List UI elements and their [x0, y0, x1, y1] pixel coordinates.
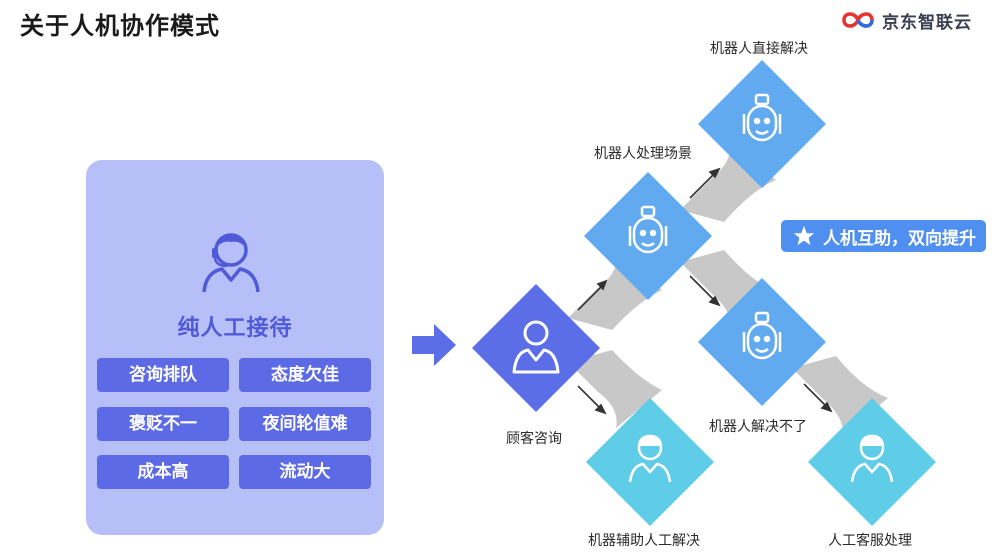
human-service-node — [808, 398, 936, 526]
robot-icon — [742, 93, 782, 142]
agent-icon — [850, 434, 894, 483]
jd-cloud-logo-icon — [842, 12, 874, 28]
assisted-human-node — [586, 398, 714, 526]
issue-chip: 流动大 — [239, 455, 371, 489]
star-icon — [793, 225, 815, 246]
robot-scene-node — [584, 172, 712, 300]
issue-chip: 态度欠佳 — [239, 358, 371, 392]
issue-chip: 成本高 — [97, 455, 229, 489]
issue-chip: 夜间轮值难 — [239, 407, 371, 441]
customer-node — [472, 284, 600, 412]
card-title: 纯人工接待 — [177, 316, 293, 341]
customer-service-agent-icon — [202, 233, 260, 293]
logo-text: 京东智联云 — [882, 12, 972, 33]
page-title: 关于人机协作模式 — [20, 12, 220, 40]
transition-arrow-icon — [412, 324, 456, 366]
robot-icon — [742, 311, 782, 360]
issue-chip: 褒贬不一 — [97, 407, 229, 441]
customer-label: 顾客咨询 — [506, 431, 562, 447]
human-service-label: 人工客服处理 — [828, 533, 912, 549]
robot-direct-label: 机器人直接解决 — [710, 41, 808, 57]
badge-text: 人机互助，双向提升 — [823, 228, 976, 249]
flow-connectors — [568, 140, 888, 436]
brand-logo: 京东智联云 — [838, 6, 972, 34]
agent-icon — [628, 434, 672, 483]
robot-fail-node — [698, 278, 826, 406]
issue-chip: 咨询排队 — [97, 358, 229, 392]
customer-icon — [512, 320, 560, 374]
mutual-boost-badge: 人机互助，双向提升 — [781, 220, 986, 252]
robot-scene-label: 机器人处理场景 — [594, 146, 692, 162]
flow-arrows — [577, 167, 833, 415]
robot-fail-label: 机器人解决不了 — [709, 419, 807, 435]
robot-icon — [628, 205, 668, 254]
robot-direct-node — [698, 60, 826, 188]
assisted-label: 机器辅助人工解决 — [588, 533, 700, 549]
